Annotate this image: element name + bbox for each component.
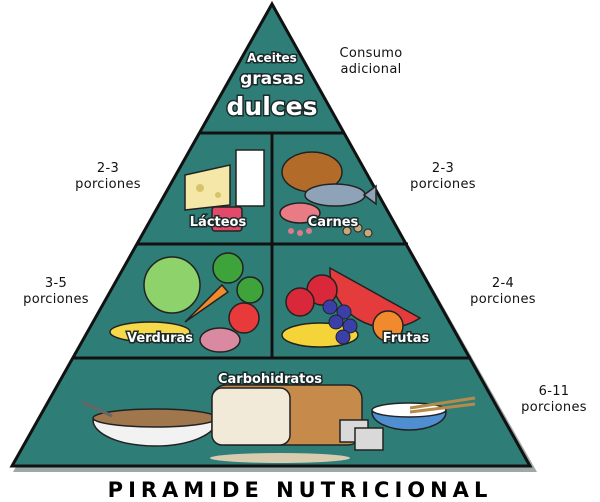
carbs-label: Carbohidratos [218,372,322,387]
top-serving-line1: Consumo [339,46,403,61]
fruits-serving-label: 2-4 porciones [453,276,553,308]
vegetables-label: Verduras [127,331,193,346]
steak-icon [279,202,321,224]
pasta-icon [210,453,350,463]
spoon-icon [81,400,113,418]
vegetables-serving-line2: porciones [23,292,89,307]
cheese-icon [184,164,231,211]
top-tier-label-line1: Aceites [247,51,297,65]
vegetables-serving-line1: 3-5 [44,276,68,291]
meat-serving-label: 2-3 porciones [393,161,493,193]
dairy-illustration [184,149,265,232]
cabbage-icon [143,256,201,314]
grapes-icon [322,299,338,315]
bread-slice-icon [211,387,291,446]
chopsticks-icon [409,396,476,410]
orange-icon [372,310,404,342]
top-tier-label-line3: dulces [227,92,318,121]
meat-serving-line1: 2-3 [431,161,455,176]
yogurt-cup-icon [211,206,243,232]
fish-icon [304,183,366,207]
meat-illustration [279,151,377,238]
dairy-serving-line2: porciones [75,177,141,192]
dairy-serving-line1: 2-3 [96,161,120,176]
corn-icon [109,321,191,343]
carbs-illustration [81,384,476,463]
carbs-serving-line2: porciones [521,400,587,415]
tomato-icon [228,302,260,334]
nuts-icon [342,226,352,236]
fruits-serving-line1: 2-4 [491,276,515,291]
carbs-serving-label: 6-11 porciones [510,384,598,416]
top-tier-label-line2: grasas [240,69,304,89]
dairy-label: Lácteos [190,215,247,230]
vegetables-illustration [109,252,264,353]
broccoli-icon [212,252,244,284]
meat-serving-line2: porciones [410,177,476,192]
vegetables-serving-label: 3-5 porciones [6,276,106,308]
potato-icon [199,327,241,353]
milk-glass-icon [235,149,265,207]
carrot-icon [184,283,230,323]
meat-label: Carnes [308,215,359,230]
top-serving-label: Consumo adicional [318,46,424,78]
pyramid-title: PIRAMIDE NUTRICIONAL [107,478,493,502]
fruits-illustration [281,266,422,348]
fruits-label: Frutas [383,331,430,346]
fruits-serving-line2: porciones [470,292,536,307]
carbs-serving-line1: 6-11 [538,384,570,399]
dairy-serving-label: 2-3 porciones [58,161,158,193]
top-serving-line2: adicional [340,62,402,77]
